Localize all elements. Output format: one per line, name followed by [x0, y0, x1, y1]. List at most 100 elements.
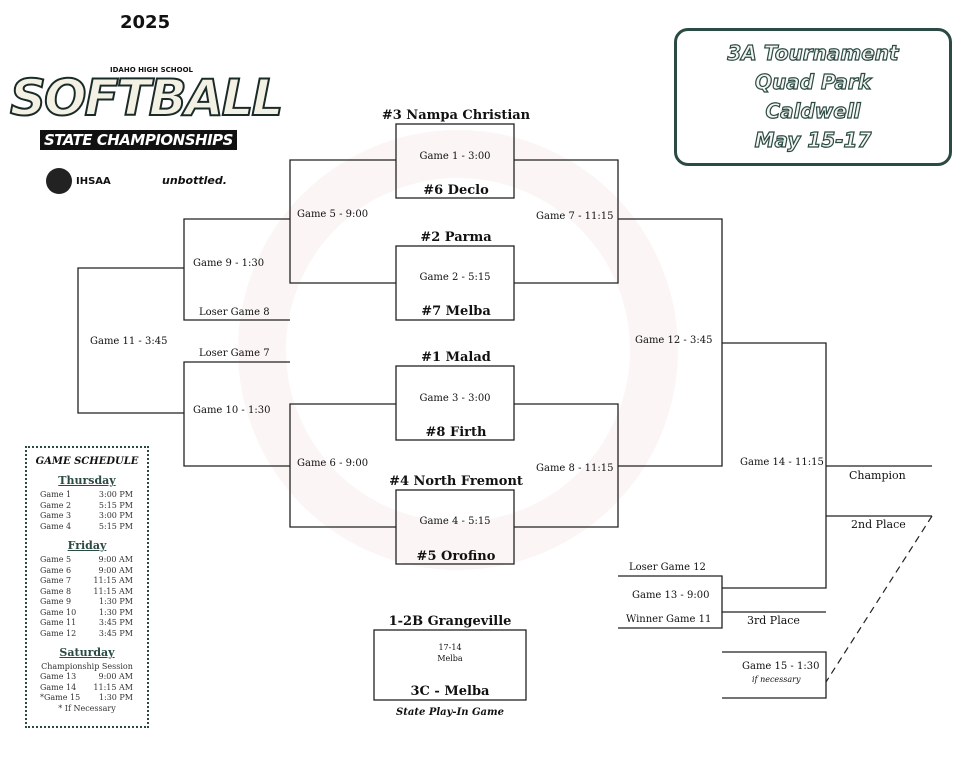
- schedule-time: 9:00 AM: [98, 565, 133, 575]
- logo-sponsor-ihsaa: IHSAA: [76, 176, 111, 187]
- schedule-time: 3:45 PM: [98, 628, 133, 638]
- team-declo: #6 Declo: [423, 183, 489, 198]
- game-1-box: [395, 123, 515, 199]
- game-3-label: Game 3 - 3:00: [419, 393, 491, 404]
- schedule-game: Game 13: [40, 672, 77, 681]
- schedule-row: Game 9 1:30 PM: [27, 597, 147, 608]
- logo-subtitle: IDAHO HIGH SCHOOL: [110, 66, 193, 74]
- logo-banner: STATE CHAMPIONSHIPS: [40, 130, 237, 150]
- game-1-label: Game 1 - 3:00: [419, 151, 491, 162]
- third-place-label: 3rd Place: [747, 614, 800, 627]
- schedule-row: Game 7 11:15 AM: [27, 576, 147, 587]
- schedule-time: 3:00 PM: [98, 490, 133, 499]
- title-line-3: Caldwell: [765, 98, 861, 123]
- schedule-heading: GAME SCHEDULE: [35, 456, 139, 467]
- schedule-time: 5:15 PM: [98, 521, 133, 531]
- second-place-label: 2nd Place: [851, 518, 906, 531]
- team-orofino: #5 Orofino: [416, 549, 496, 564]
- playin-box: [373, 629, 527, 701]
- game-14-label: Game 14 - 11:15: [740, 457, 824, 468]
- schedule-friday: Friday: [67, 539, 107, 552]
- schedule-game: Game 6: [40, 565, 72, 575]
- schedule-row: Game 11 3:45 PM: [27, 618, 147, 629]
- playin-winner: Melba: [437, 654, 463, 663]
- schedule-time: 3:45 PM: [98, 618, 133, 627]
- schedule-time: 1:30 PM: [98, 693, 133, 702]
- title-line-2: Quad Park: [754, 69, 872, 94]
- game-11-label: Game 11 - 3:45: [90, 336, 168, 347]
- loser-game-7-label: Loser Game 7: [199, 348, 270, 359]
- schedule-game: Game 1: [40, 490, 72, 499]
- schedule-row: Game 13 9:00 AM: [27, 672, 147, 683]
- schedule-thursday: Thursday: [58, 474, 116, 487]
- logo-year: 2025: [120, 12, 171, 33]
- game-3-box: [395, 365, 515, 441]
- game-6-label: Game 6 - 9:00: [297, 458, 369, 469]
- schedule-session: Championship Session: [41, 662, 133, 671]
- game-4-label: Game 4 - 5:15: [419, 516, 491, 527]
- schedule-game: Game 12: [40, 628, 77, 638]
- schedule-game: *Game 15: [40, 693, 81, 702]
- schedule-game: Game 5: [40, 555, 72, 564]
- playin-bottom-team: 3C - Melba: [410, 684, 490, 699]
- softball-logo: 2025 IDAHO HIGH SCHOOL SOFTBALL STATE CH…: [9, 8, 284, 194]
- schedule-time: 9:00 AM: [98, 555, 133, 564]
- game-10-label: Game 10 - 1:30: [193, 405, 271, 416]
- game-9-label: Game 9 - 1:30: [193, 258, 265, 269]
- schedule-time: 11:15 AM: [93, 586, 133, 596]
- playin-top-team: 1-2B Grangeville: [388, 614, 512, 629]
- game-15-label: Game 15 - 1:30: [742, 661, 820, 672]
- schedule-row: Game 8 11:15 AM: [27, 587, 147, 598]
- game-7-label: Game 7 - 11:15: [536, 211, 614, 222]
- team-firth: #8 Firth: [425, 425, 487, 440]
- team-melba: #7 Melba: [421, 304, 491, 319]
- second-place-dashed: [825, 515, 933, 683]
- champion-label: Champion: [849, 469, 906, 482]
- schedule-game: Game 14: [40, 682, 77, 692]
- schedule-time: 9:00 AM: [98, 672, 133, 681]
- schedule-time: 1:30 PM: [98, 607, 133, 617]
- schedule-row: Game 10 1:30 PM: [27, 608, 147, 619]
- schedule-time: 11:15 AM: [93, 576, 133, 585]
- schedule-saturday: Saturday: [59, 646, 115, 659]
- schedule-time: 3:00 PM: [98, 511, 133, 520]
- ihsaa-seal-icon: [46, 168, 72, 194]
- schedule-row: Game 12 3:45 PM: [27, 629, 147, 640]
- schedule-game: Game 10: [40, 607, 77, 617]
- logo-sponsor-unbottled: unbottled.: [162, 174, 227, 187]
- schedule-row: Game 4 5:15 PM: [27, 522, 147, 533]
- schedule-game: Game 8: [40, 586, 72, 596]
- schedule-time: 5:15 PM: [98, 500, 133, 510]
- schedule-row: Game 1 3:00 PM: [27, 490, 147, 501]
- schedule-time: 1:30 PM: [98, 597, 133, 606]
- game-15-note: if necessary: [752, 675, 801, 684]
- schedule-row: Game 3 3:00 PM: [27, 511, 147, 522]
- team-north-fremont: #4 North Fremont: [389, 474, 523, 489]
- logo-main: SOFTBALL: [9, 68, 284, 128]
- schedule-game: Game 9: [40, 597, 72, 606]
- winner-game-11-label: Winner Game 11: [626, 614, 712, 625]
- schedule-game: Game 3: [40, 511, 72, 520]
- game-2-label: Game 2 - 5:15: [419, 272, 491, 283]
- schedule-row: Game 5 9:00 AM: [27, 555, 147, 566]
- loser-game-12-label: Loser Game 12: [629, 562, 706, 573]
- playin-score: 17-14: [438, 643, 462, 652]
- schedule-game: Game 7: [40, 576, 72, 585]
- schedule-game: Game 4: [40, 521, 72, 531]
- schedule-game: Game 11: [40, 618, 77, 627]
- team-nampa-christian: #3 Nampa Christian: [381, 108, 531, 123]
- title-line-4: May 15-17: [754, 127, 872, 152]
- playin-caption: State Play-In Game: [396, 707, 504, 718]
- schedule-row: Game 14 11:15 AM: [27, 683, 147, 694]
- title-line-1: 3A Tournament: [727, 40, 899, 65]
- team-parma: #2 Parma: [420, 230, 492, 245]
- loser-game-8-label: Loser Game 8: [199, 307, 270, 318]
- schedule-time: 11:15 AM: [93, 682, 133, 692]
- schedule-row: Game 6 9:00 AM: [27, 566, 147, 577]
- schedule-row: Game 2 5:15 PM: [27, 501, 147, 512]
- game-8-label: Game 8 - 11:15: [536, 463, 614, 474]
- schedule-footnote: * If Necessary: [58, 703, 116, 713]
- schedule-game: Game 2: [40, 500, 72, 510]
